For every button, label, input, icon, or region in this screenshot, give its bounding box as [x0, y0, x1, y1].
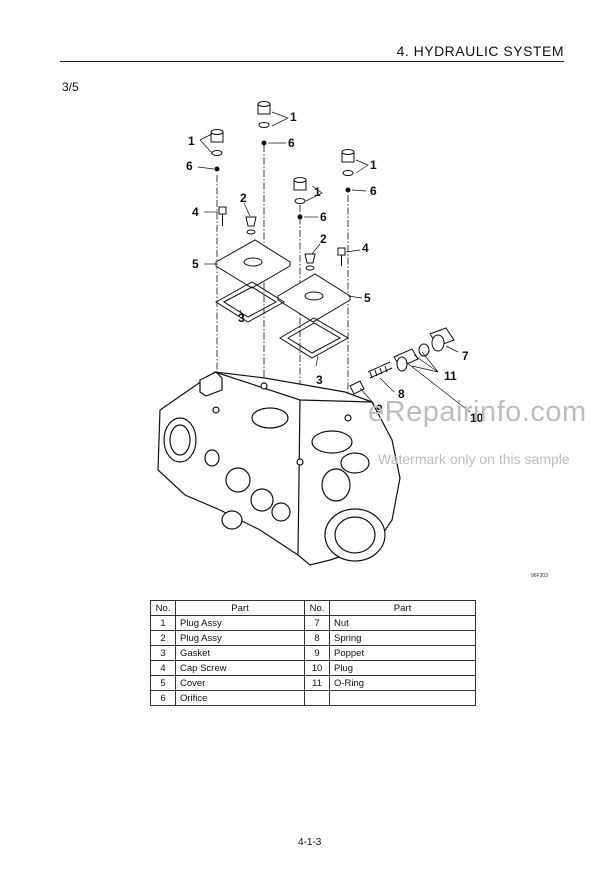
callout-4-a: 4 — [192, 205, 199, 219]
cell-no: 4 — [150, 660, 176, 676]
callout-5-b: 5 — [364, 291, 371, 305]
callout-6-c: 6 — [320, 210, 327, 224]
header-part-b: Part — [329, 600, 476, 616]
exploded-view-diagram: 1 1 1 1 6 6 6 6 2 2 4 4 5 5 3 3 7 8 9 10… — [157, 101, 484, 566]
header-no-b: No. — [304, 600, 330, 616]
header-title: 4. HYDRAULIC SYSTEM — [396, 43, 564, 59]
watermark-url: eRepairinfo.com — [368, 396, 587, 428]
cover-5 — [215, 239, 351, 323]
table-row: 4 Cap Screw 10 Plug — [150, 660, 476, 676]
cell-no: 2 — [150, 630, 176, 646]
header-no-a: No. — [150, 600, 176, 616]
table-row: 1 Plug Assy 7 Nut — [150, 615, 476, 631]
cell-no: 7 — [304, 615, 330, 631]
callout-6-b: 6 — [186, 159, 193, 173]
callout-3-b: 3 — [316, 373, 323, 387]
page-fraction: 3/5 — [62, 80, 79, 94]
cell-part: O-Ring — [329, 675, 476, 691]
cell-no: 5 — [150, 675, 176, 691]
cell-part: Cap Screw — [175, 660, 305, 676]
header-rule — [60, 61, 564, 62]
callout-5-a: 5 — [192, 257, 199, 271]
cell-no: 3 — [150, 645, 176, 661]
callout-11: 11 — [444, 369, 457, 383]
page-number: 4-1-3 — [298, 837, 322, 848]
callout-10: 10 — [470, 411, 484, 425]
table-row: 6 Orifice — [150, 690, 476, 706]
cell-no — [304, 690, 330, 706]
header-part-a: Part — [175, 600, 305, 616]
cell-no: 6 — [150, 690, 176, 706]
callout-1-a: 1 — [290, 110, 297, 124]
callout-1-d: 1 — [370, 158, 377, 172]
callout-4-b: 4 — [362, 241, 369, 255]
plug-assy-2 — [245, 216, 316, 271]
cell-part: Plug — [329, 660, 476, 676]
callout-9: 9 — [376, 402, 383, 416]
cell-no: 10 — [304, 660, 330, 676]
table-row: 3 Gasket 9 Poppet — [150, 645, 476, 661]
figure-code: 96F303 — [531, 573, 548, 579]
cell-part: Plug Assy — [175, 615, 305, 631]
callout-1-b: 1 — [188, 134, 195, 148]
callout-6-a: 6 — [288, 136, 295, 150]
cell-part: Plug Assy — [175, 630, 305, 646]
parts-table-header: No. Part No. Part — [150, 600, 476, 616]
cell-part: Cover — [175, 675, 305, 691]
cell-no: 9 — [304, 645, 330, 661]
leader-lines — [197, 111, 471, 413]
cell-part: Nut — [329, 615, 476, 631]
callout-2-b: 2 — [320, 232, 327, 246]
callout-7: 7 — [462, 349, 469, 363]
callout-6-d: 6 — [370, 184, 377, 198]
cell-no: 1 — [150, 615, 176, 631]
relief-valve-parts — [349, 327, 455, 395]
gasket-3 — [215, 281, 350, 359]
cap-screw-4 — [218, 206, 346, 266]
callout-3-a: 3 — [238, 311, 245, 325]
cell-part: Orifice — [175, 690, 305, 706]
table-row: 5 Cover 11 O-Ring — [150, 675, 476, 691]
plug-assy-1-stack — [210, 101, 355, 220]
callout-8: 8 — [398, 387, 405, 401]
callout-2-a: 2 — [240, 191, 247, 205]
cell-no: 8 — [304, 630, 330, 646]
cell-part: Poppet — [329, 645, 476, 661]
cell-no: 11 — [304, 675, 330, 691]
cell-part: Gasket — [175, 645, 305, 661]
parts-table: No. Part No. Part 1 Plug Assy 7 Nut 2 Pl… — [150, 600, 476, 706]
callout-1-c: 1 — [314, 185, 321, 199]
table-row: 2 Plug Assy 8 Spring — [150, 630, 476, 646]
cell-part — [329, 690, 476, 706]
pump-body — [157, 371, 401, 566]
watermark-note: Watermark only on this sample — [378, 451, 570, 467]
cell-part: Spring — [329, 630, 476, 646]
